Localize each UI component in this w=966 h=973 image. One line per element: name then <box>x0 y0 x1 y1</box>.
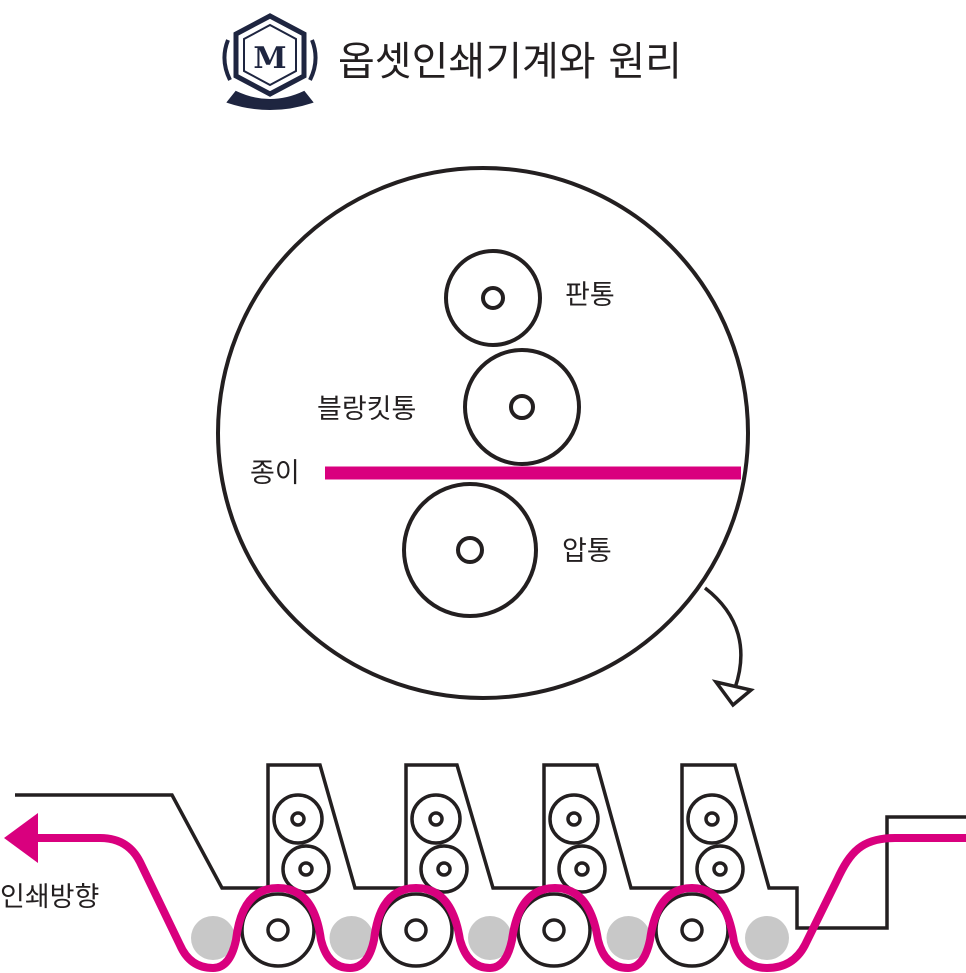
press-frame-outline <box>15 763 966 930</box>
impression-cylinder <box>378 892 454 968</box>
press-view <box>4 763 966 973</box>
plate-cylinder <box>686 793 738 845</box>
blanket-cylinder <box>695 844 745 894</box>
transfer-roller <box>606 916 651 960</box>
plate-cylinder <box>272 793 324 845</box>
label-paper: 종이 <box>250 458 300 489</box>
impression-cylinder <box>516 892 592 968</box>
paper-path <box>30 834 966 973</box>
plate-cylinder <box>410 793 462 845</box>
blanket-cylinder <box>557 844 607 894</box>
crest-logo-icon: M <box>222 13 318 110</box>
transfer-roller <box>745 916 789 960</box>
page-title: 옵셋인쇄기계와 원리 <box>338 39 682 85</box>
blanket-cylinder <box>463 348 581 466</box>
direction-arrow-icon <box>4 813 38 863</box>
impression-cylinder <box>402 482 538 618</box>
transfer-roller <box>191 916 235 960</box>
plate-cylinder <box>548 793 600 845</box>
blanket-cylinder <box>281 844 331 894</box>
logo-letter: M <box>253 41 286 76</box>
magnifier-circle <box>216 166 750 700</box>
label-blanket-cylinder: 블랑킷통 <box>317 394 416 425</box>
label-plate-cylinder: 판통 <box>565 280 615 311</box>
plate-cylinder <box>444 249 542 347</box>
impression-cylinder <box>240 892 316 968</box>
detail-view <box>216 166 755 708</box>
transfer-roller <box>329 916 374 960</box>
label-print-direction: 인쇄방향 <box>0 882 99 913</box>
blanket-cylinder <box>419 844 469 894</box>
transfer-roller <box>468 916 512 960</box>
zoom-arrow <box>703 586 743 689</box>
label-impression-cylinder: 압통 <box>562 536 612 567</box>
transfer-rollers <box>191 916 789 960</box>
